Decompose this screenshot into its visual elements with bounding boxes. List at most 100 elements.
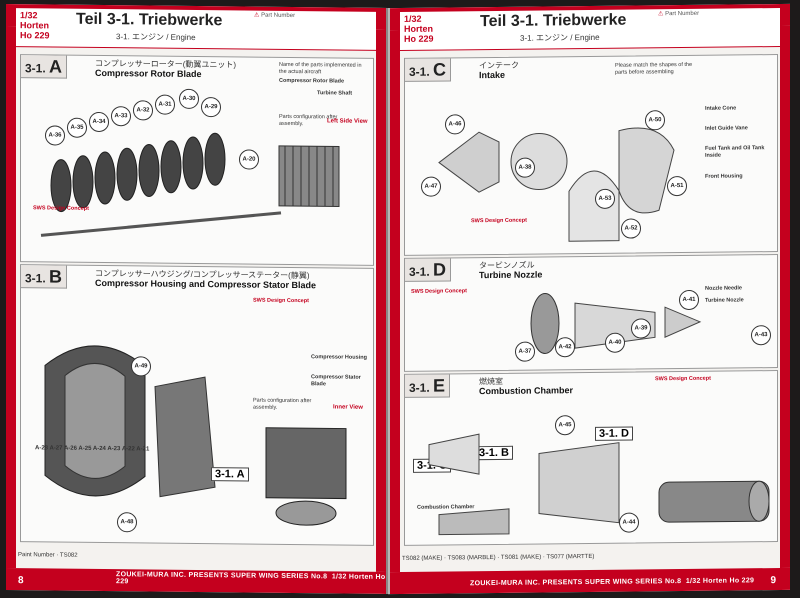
compressor-rotor-illustration [40, 132, 282, 237]
part-a52: A-52 [621, 218, 641, 239]
part-a50: A-50 [645, 110, 665, 131]
paint-3: TS081 (MAKE) [500, 554, 542, 561]
right-page: 1/32 Horten Ho 229 Teil 3-1. Triebwerke … [388, 3, 790, 595]
left-page: 1/32 Horten Ho 229 Teil 3-1. Triebwerke … [6, 3, 388, 595]
part-a45: A-45 [555, 415, 575, 436]
section-a-side-view: Left Side View [327, 118, 368, 125]
part-a40: A-40 [605, 332, 625, 353]
section-3-1-c: 3-1. C インテーク Intake Please match the sha… [404, 54, 778, 256]
section-c-check-note: Please match the shapes of the parts bef… [615, 61, 693, 76]
part-a51: A-51 [667, 175, 687, 197]
part-a33: A-33 [111, 106, 131, 127]
section-b-stator-parts: A-28 A-27 A-26 A-25 A-24 A-23 A-22 A-21 [35, 445, 150, 453]
section-b-title-en: Compressor Housing and Compressor Stator… [95, 277, 317, 291]
part-a32: A-32 [133, 100, 153, 121]
part-a30: A-30 [179, 88, 199, 110]
part-number-label: Part Number [665, 10, 700, 18]
section-3-1-b: 3-1. B コンプレッサーハウジング/コンプレッサーステーター(静翼) Com… [20, 264, 374, 546]
section-3-1-e: 3-1. E 燃焼室 Combustion Chamber 3-1. B 3-1… [404, 370, 778, 546]
section-d-head: 3-1. D [405, 258, 452, 282]
paint-code: TS082 [59, 552, 78, 559]
part-a48: A-48 [117, 512, 137, 533]
warning-icon: ⚠ [254, 12, 260, 19]
left-page-number: 8 [18, 575, 24, 587]
part-a38: A-38 [515, 157, 535, 178]
intake-illustration [438, 127, 675, 242]
warning-icon: ⚠ [658, 11, 664, 18]
model-text: Horten Ho 229 [404, 23, 434, 44]
part-a36: A-36 [45, 125, 65, 146]
section-a-turbine-shaft: Turbine Shaft [317, 90, 353, 97]
part-a42: A-42 [555, 337, 575, 358]
turbine-nozzle-illustration [530, 292, 702, 354]
section-c-intake-cone: Intake Cone [705, 105, 737, 112]
combustion-chamber-illustration [428, 433, 620, 536]
left-scale: 1/32 Horten Ho 229 [20, 10, 56, 40]
scale-text: 1/32 [20, 10, 38, 21]
part-a46: A-46 [445, 114, 465, 135]
section-b-housing-label: Compressor Housing [311, 354, 367, 361]
section-a-head: 3-1. A [21, 55, 68, 79]
section-c-inlet-guide-vane: Inlet Guide Vane [705, 125, 748, 132]
section-b-stator-label: Compressor Stator Blade [311, 374, 361, 387]
part-number-label: Part Number [261, 12, 296, 20]
section-c-head: 3-1. C [405, 58, 452, 82]
left-page-subtitle: 3-1. エンジン / Engine [116, 32, 196, 42]
part-a53: A-53 [595, 188, 615, 209]
left-title-bar: 1/32 Horten Ho 229 Teil 3-1. Triebwerke … [16, 8, 376, 51]
part-a39: A-39 [631, 318, 651, 339]
part-a49: A-49 [131, 356, 151, 377]
paint-1: TS082 (MAKE) [402, 555, 443, 562]
part-a43: A-43 [751, 325, 771, 346]
left-footer-series: ZOUKEI-MURA INC. PRESENTS SUPER WING SER… [116, 571, 386, 586]
section-d-nozzle-needle: Nozzle Needle [705, 285, 742, 292]
part-a41: A-41 [679, 289, 699, 311]
section-a-part-name-label: Name of the parts implemented in the act… [279, 61, 362, 75]
section-a-design-concept: SWS Design Concept [33, 205, 89, 212]
section-d-design-concept: SWS Design Concept [411, 288, 467, 295]
right-page-title: Teil 3-1. Triebwerke [480, 11, 627, 31]
section-b-design-concept: SWS Design Concept [253, 297, 309, 305]
engine-photo-placeholder [658, 480, 770, 523]
right-page-subtitle: 3-1. エンジン / Engine [520, 32, 600, 43]
left-part-number-note: ⚠ Part Number [254, 13, 372, 21]
section-3-1-d: 3-1. D タービンノズル Turbine Nozzle SWS Design… [404, 254, 778, 372]
rotor-assembled-illustration [278, 145, 340, 207]
right-scale: 1/32 Horten Ho 229 [404, 14, 440, 44]
model-text: Horten Ho 229 [20, 20, 50, 41]
left-page-title: Teil 3-1. Triebwerke [76, 10, 223, 30]
right-title-bar: 1/32 Horten Ho 229 Teil 3-1. Triebwerke … [400, 7, 780, 51]
section-c-title-en: Intake [479, 69, 506, 81]
part-a37: A-37 [515, 341, 535, 362]
section-e-title-en: Combustion Chamber [479, 385, 574, 397]
part-a34: A-34 [89, 111, 109, 133]
section-b-head: 3-1. B [21, 265, 68, 289]
section-c-fuel-tank: Fuel Tank and Oil Tank Inside [705, 145, 765, 159]
scale-text: 1/32 [404, 13, 422, 24]
paint-2: TS083 (MARBLE) [447, 554, 496, 562]
section-c-front-housing: Front Housing [705, 173, 743, 180]
part-a35: A-35 [67, 117, 87, 138]
part-a44: A-44 [619, 512, 639, 533]
section-b-inner-view: Inner View [333, 404, 363, 411]
section-d-turbine-nozzle: Turbine Nozzle [705, 297, 744, 304]
section-e-combustion-label: Combustion Chamber [417, 504, 475, 511]
part-a29: A-29 [201, 97, 221, 118]
section-a-title-en: Compressor Rotor Blade [95, 67, 202, 80]
section-b-next-stage: 3-1. A [211, 467, 249, 482]
part-a47: A-47 [421, 176, 441, 197]
paint-4: TS077 (MARTTE) [546, 553, 595, 561]
section-a-part-name: Compressor Rotor Blade [279, 77, 345, 85]
section-c-design-concept: SWS Design Concept [471, 217, 527, 225]
compressor-housing-illustration [44, 345, 216, 498]
section-e-design-concept: SWS Design Concept [655, 375, 711, 383]
section-3-1-a: 3-1. A コンプレッサーローター(動翼ユニット) Compressor Ro… [20, 54, 374, 266]
housing-assembled-illustration [265, 427, 347, 526]
part-a20: A-20 [239, 149, 259, 170]
right-page-number: 9 [770, 575, 776, 587]
right-part-number-note: ⚠ Part Number [658, 10, 776, 18]
section-e-head: 3-1. E [405, 374, 451, 398]
part-a31: A-31 [155, 94, 175, 115]
section-d-title-en: Turbine Nozzle [479, 269, 543, 281]
paint-label: Paint Number [18, 552, 55, 559]
